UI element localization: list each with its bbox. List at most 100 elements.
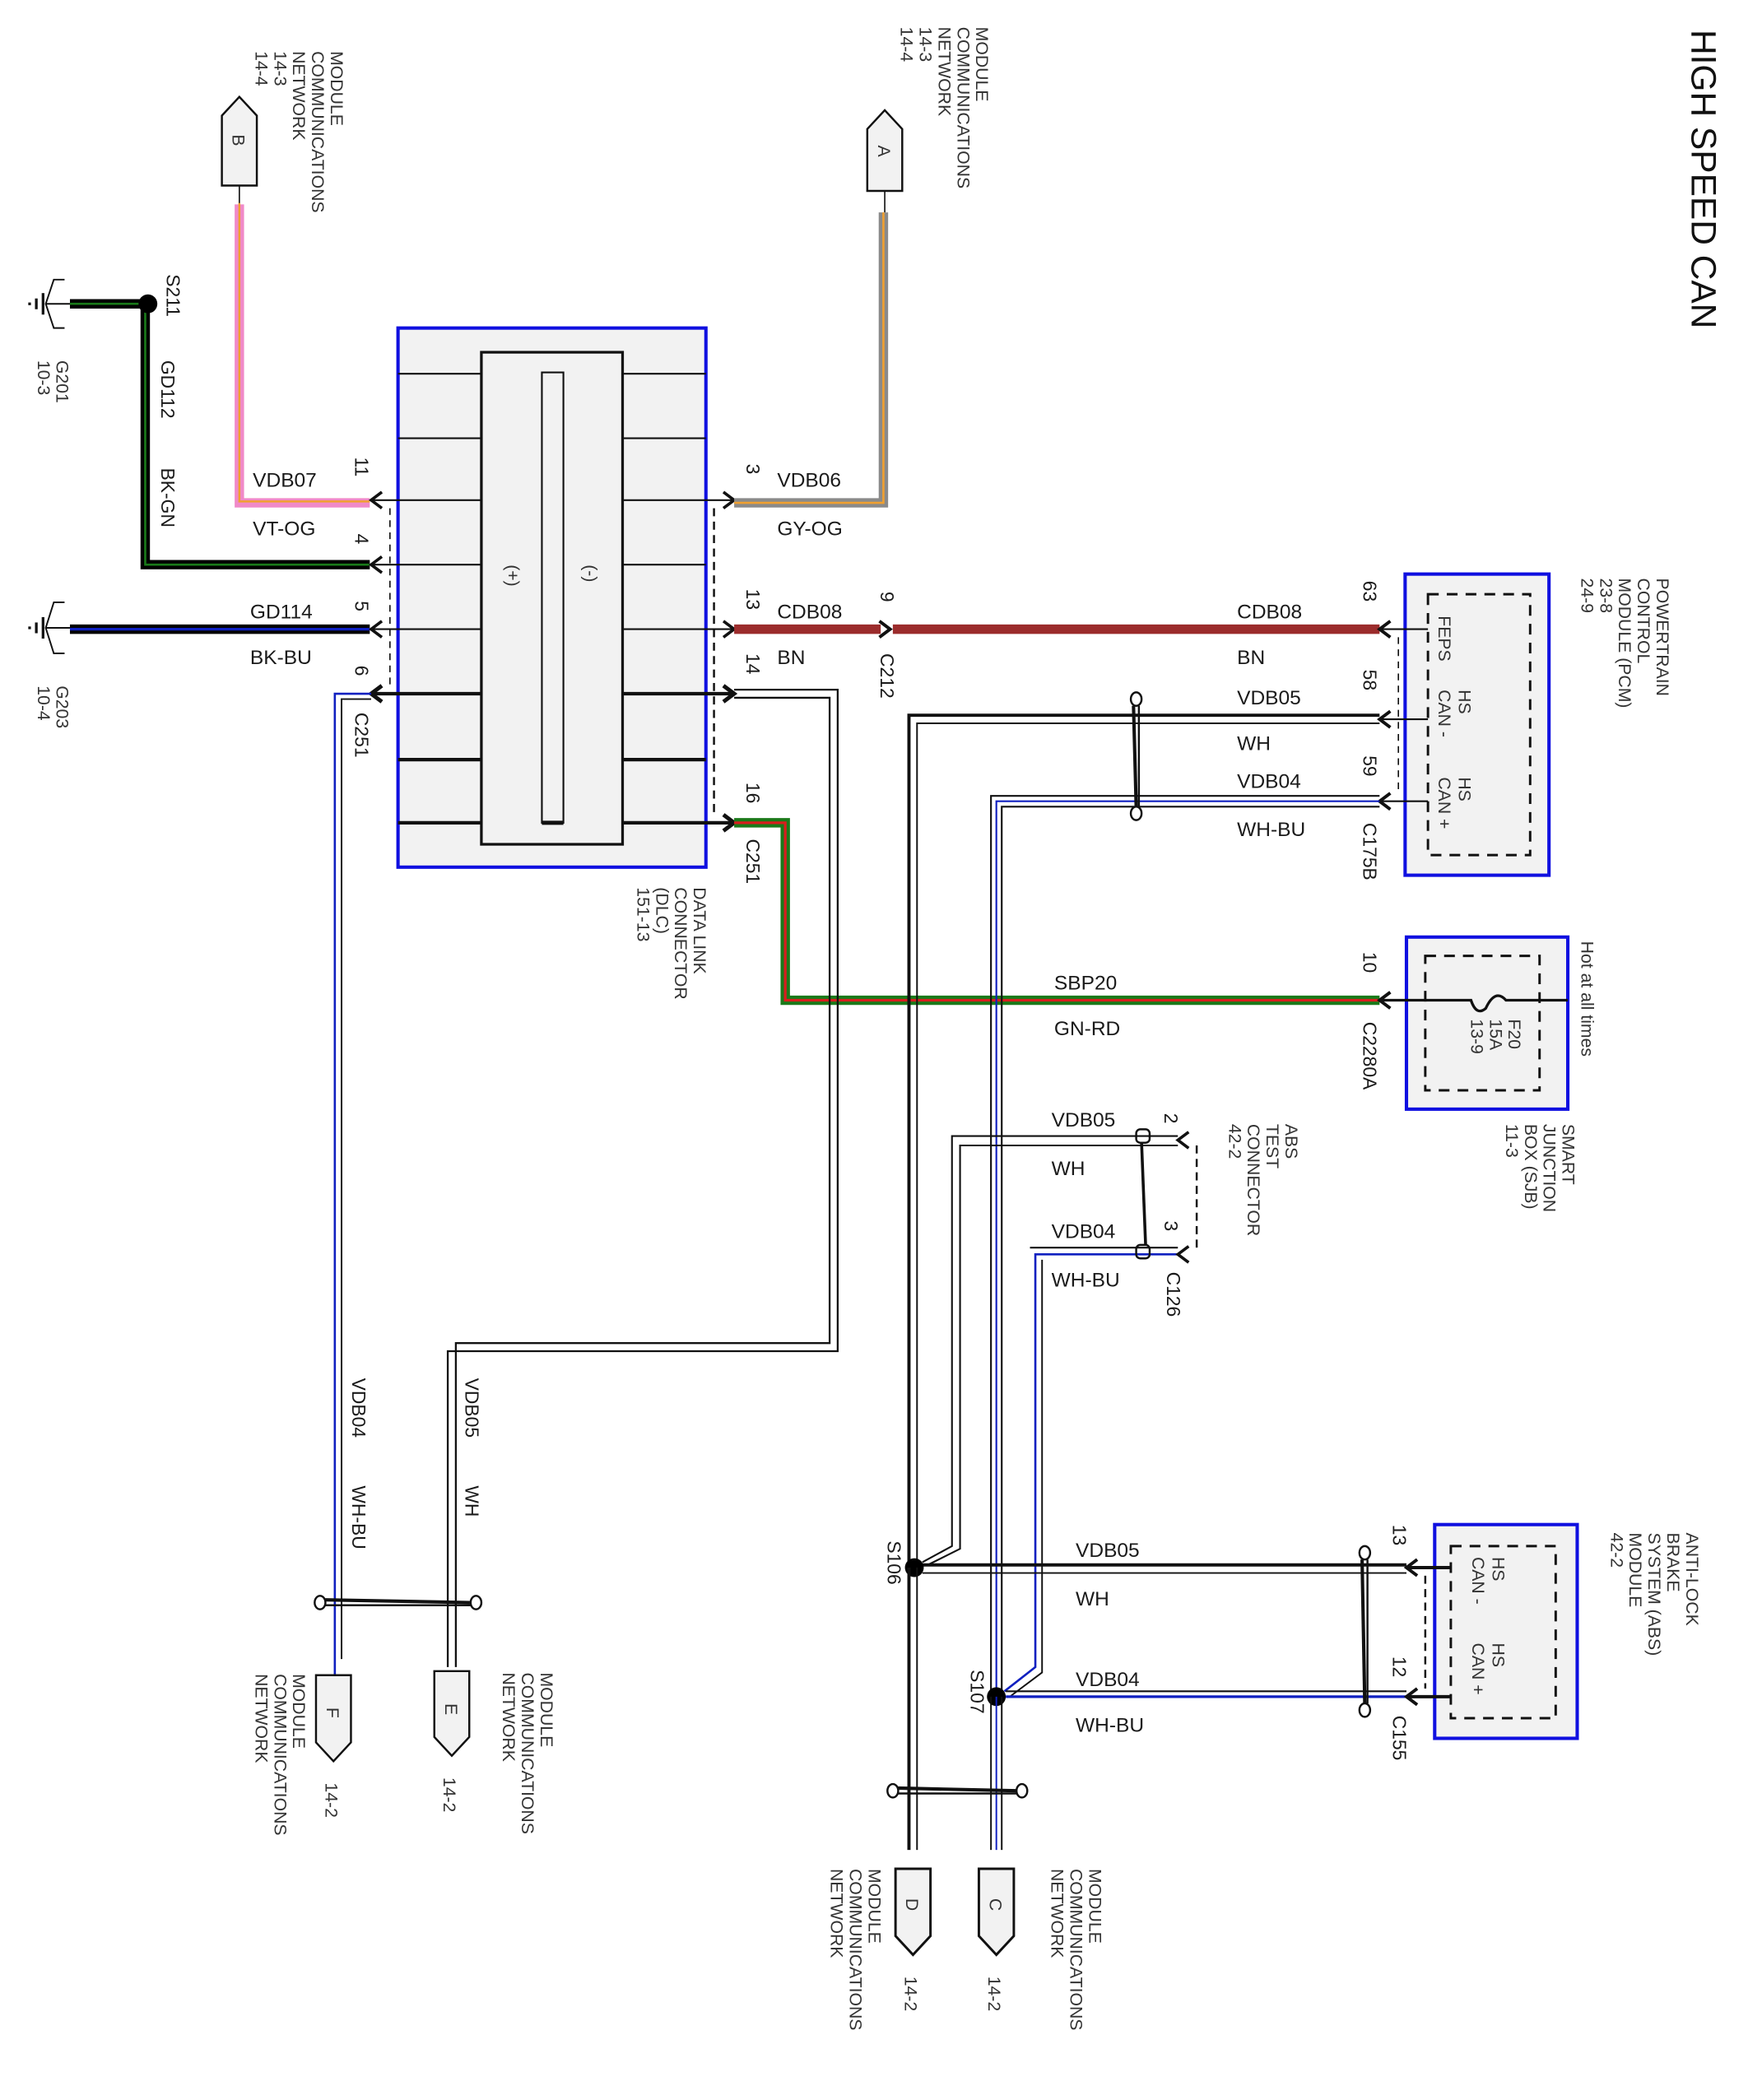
ground-g201-label: G201 xyxy=(53,360,72,403)
ground-g203-label: G203 xyxy=(53,685,72,728)
dlc-plus-label: (+) xyxy=(503,564,522,587)
svg-text:MODULE: MODULE xyxy=(1625,1533,1644,1608)
wire-abs-vdb04-color: WH-BU xyxy=(1076,1714,1144,1736)
sjb-name: SMART JUNCTION BOX (SJB) 11-3 xyxy=(1502,1124,1578,1212)
abs-pin-12: 12 xyxy=(1389,1656,1411,1677)
offpage-connector-a[interactable]: A xyxy=(866,109,904,193)
offpage-c-label: MODULE COMMUNICATIONS NETWORK xyxy=(1048,1869,1104,2030)
wire-gd112[interactable] xyxy=(69,299,370,569)
wire-sbp20-circuit: SBP20 xyxy=(1054,972,1117,994)
svg-text:COMMUNICATIONS: COMMUNICATIONS xyxy=(270,1674,289,1835)
pcm-pin-58: 58 xyxy=(1360,670,1381,690)
wire-cdb08b-circuit: CDB08 xyxy=(1237,602,1302,624)
wire-gd114-color: BK-BU xyxy=(250,647,312,669)
splice-s211 xyxy=(138,294,158,314)
offpage-connector-f[interactable]: F xyxy=(314,1674,352,1763)
svg-text:14-3: 14-3 xyxy=(916,27,935,62)
wire-pcm-vdb05[interactable] xyxy=(907,713,1380,1568)
pcm-pin-63-function: FEPS xyxy=(1434,616,1453,661)
offpage-connector-d[interactable]: D xyxy=(894,1867,932,1957)
offpage-connector-b[interactable]: B xyxy=(221,95,258,187)
svg-text:COMMUNICATIONS: COMMUNICATIONS xyxy=(953,27,972,188)
wire-abs-vdb05-color: WH xyxy=(1076,1588,1109,1610)
wire-pcm-vdb05-circuit: VDB05 xyxy=(1237,687,1301,709)
svg-text:CONNECTOR: CONNECTOR xyxy=(671,887,690,999)
sjb-pin-10: 10 xyxy=(1360,952,1381,973)
dlc-name: DATA LINK CONNECTOR (DLC) 151-13 xyxy=(633,887,709,999)
wire-vdb07[interactable] xyxy=(235,185,370,508)
offpage-c-letter: C xyxy=(986,1898,1005,1911)
svg-text:TEST: TEST xyxy=(1262,1124,1281,1168)
abs-pin-13: 13 xyxy=(1389,1525,1411,1545)
wire-pcm-vdb04-color: WH-BU xyxy=(1237,819,1305,841)
svg-text:CAN -: CAN - xyxy=(1468,1557,1487,1605)
svg-text:POWERTRAIN: POWERTRAIN xyxy=(1653,578,1671,696)
wire-sbp20-color: GN-RD xyxy=(1054,1018,1120,1040)
offpage-d-letter: D xyxy=(902,1898,921,1911)
svg-text:23-8: 23-8 xyxy=(1596,578,1615,613)
dlc-pin-16: 16 xyxy=(742,783,764,803)
diagram-title: HIGH SPEED CAN xyxy=(1684,30,1722,328)
svg-text:BOX (SJB): BOX (SJB) xyxy=(1521,1124,1540,1210)
svg-text:ABS: ABS xyxy=(1281,1124,1300,1159)
splice-s106-label: S106 xyxy=(883,1540,904,1584)
svg-text:MODULE: MODULE xyxy=(864,1869,883,1944)
connector-c212-pin: 9 xyxy=(876,592,898,602)
wire-gd112-circuit: GD112 xyxy=(157,360,179,419)
wire-gd112-color: BK-GN xyxy=(157,468,179,527)
svg-text:COMMUNICATIONS: COMMUNICATIONS xyxy=(846,1869,865,2030)
svg-text:11-3: 11-3 xyxy=(1502,1124,1521,1158)
dlc-pin-11: 11 xyxy=(351,457,372,476)
wire-gd114-circuit: GD114 xyxy=(250,602,313,624)
wire-vdb07-circuit: VDB07 xyxy=(253,469,317,491)
svg-text:CAN +: CAN + xyxy=(1434,777,1453,829)
svg-text:MODULE: MODULE xyxy=(972,27,991,102)
abs-pin-13-function: HS xyxy=(1489,1557,1508,1581)
sjb-hot-note: Hot at all times xyxy=(1577,941,1596,1057)
svg-text:MODULE (PCM): MODULE (PCM) xyxy=(1615,578,1634,709)
dlc-connector[interactable]: (+) (-) xyxy=(370,326,733,869)
wire-pcm-vdb04[interactable] xyxy=(990,795,1380,1697)
wire-test-vdb04-color: WH-BU xyxy=(1052,1270,1120,1292)
svg-text:CAN +: CAN + xyxy=(1468,1643,1487,1695)
connector-c212-label: C212 xyxy=(876,653,898,699)
wire-abs-vdb04[interactable] xyxy=(1006,1690,1406,1698)
dlc-pin-13: 13 xyxy=(742,589,764,610)
sjb-module[interactable]: F20 15A 13-9 xyxy=(1379,935,1570,1111)
abs-module[interactable]: HS CAN - HS CAN + xyxy=(1406,1522,1579,1740)
dlc-pin-14: 14 xyxy=(742,653,764,675)
svg-text:JUNCTION: JUNCTION xyxy=(1540,1124,1559,1212)
wire-sbp20[interactable] xyxy=(734,818,1380,1006)
dlc-connector-left: C251 xyxy=(351,713,372,758)
wire-test-vdb05[interactable] xyxy=(922,1135,1179,1566)
svg-text:MODULE: MODULE xyxy=(1085,1869,1104,1944)
wire-vdb06-color: GY-OG xyxy=(777,518,842,540)
svg-text:SYSTEM (ABS): SYSTEM (ABS) xyxy=(1644,1533,1663,1656)
pcm-pin-58-function: HS xyxy=(1455,690,1474,713)
wire-dlc14-vdb05[interactable] xyxy=(446,688,839,1667)
pcm-module[interactable]: FEPS HS CAN - HS CAN + xyxy=(1379,572,1551,877)
offpage-connector-e[interactable]: E xyxy=(433,1670,471,1758)
wire-left-vdb05-circuit: VDB05 xyxy=(461,1378,482,1438)
offpage-connector-c[interactable]: C xyxy=(977,1867,1016,1957)
wire-dlc6-vdb04[interactable] xyxy=(333,692,371,1675)
offpage-f-label: MODULE COMMUNICATIONS NETWORK xyxy=(251,1674,308,1835)
wire-cdb08a-color: BN xyxy=(777,647,805,669)
abs-connector: C155 xyxy=(1389,1716,1411,1761)
svg-text:14-3: 14-3 xyxy=(270,51,289,86)
pcm-pin-63: 63 xyxy=(1360,581,1381,602)
abs-test-connector[interactable] xyxy=(1175,1131,1198,1264)
wire-s106-to-d[interactable] xyxy=(907,1568,918,1851)
svg-text:NETWORK: NETWORK xyxy=(289,51,308,140)
wire-test-vdb04[interactable] xyxy=(1003,1247,1179,1698)
svg-text:ANTI-LOCK: ANTI-LOCK xyxy=(1682,1533,1701,1626)
wire-s107-to-c[interactable] xyxy=(990,1696,1003,1851)
wire-test-vdb05-circuit: VDB05 xyxy=(1052,1109,1116,1131)
twisted-pair-ef-icon xyxy=(314,1595,483,1610)
svg-text:MODULE: MODULE xyxy=(537,1672,556,1747)
wire-abs-vdb05[interactable] xyxy=(922,1563,1406,1574)
wire-left-vdb04-color: WH-BU xyxy=(348,1485,370,1549)
wire-vdb06[interactable] xyxy=(734,191,889,508)
offpage-a-label: MODULE COMMUNICATIONS NETWORK 14-3 14-4 xyxy=(897,27,991,188)
